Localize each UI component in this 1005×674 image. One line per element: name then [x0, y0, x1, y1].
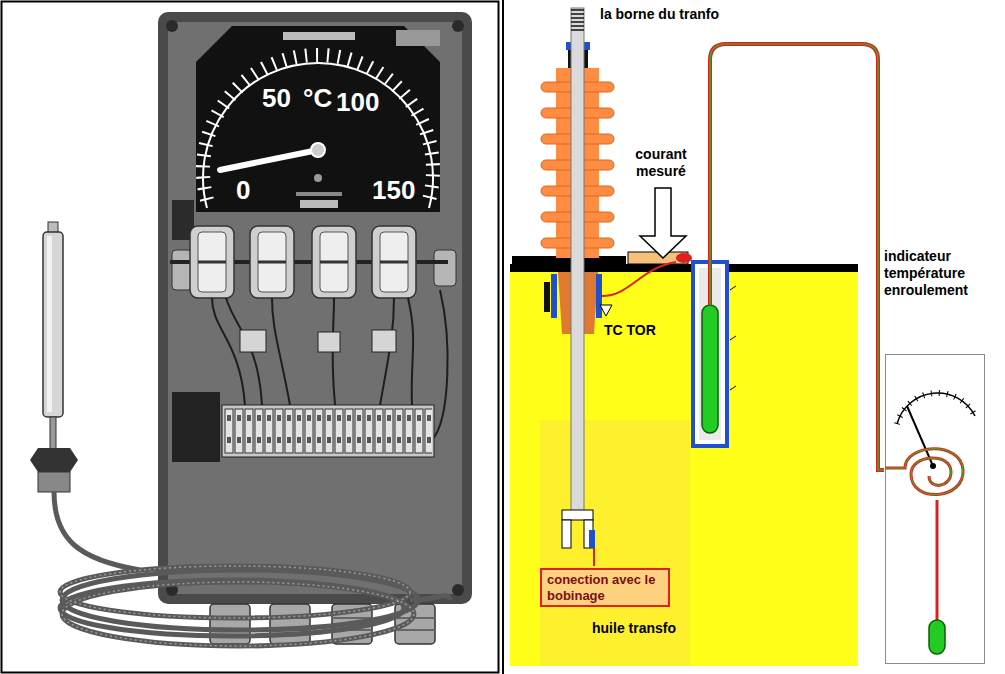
dial-number: 0: [236, 177, 250, 203]
bourdon-spiral: [885, 448, 963, 494]
sensor-bulb: [929, 620, 945, 654]
indicator-dial: [885, 354, 985, 664]
part-label: courant mesuré: [618, 146, 704, 180]
pivot: [930, 463, 936, 469]
device-photo: [2, 2, 499, 673]
divider: [502, 0, 504, 674]
part-label: la borne du tranfo: [600, 6, 719, 23]
dial-number: 150: [372, 177, 415, 203]
indicator-box: indicateur température enroulement: [884, 248, 1002, 668]
connection-box: conection avec le bobinage: [540, 568, 670, 607]
dial-unit: °C: [303, 85, 332, 111]
node-heading: indicateur température enroulement: [884, 248, 1002, 298]
part-label: huile transfo: [592, 620, 676, 637]
bourdon-core: [885, 448, 963, 494]
part-label: TC TOR: [604, 322, 656, 339]
node-text: conection avec le bobinage: [547, 572, 663, 603]
transformer-schematic: [510, 8, 884, 666]
dial-number: 100: [336, 89, 379, 115]
indicator-housing: [885, 354, 985, 664]
dial-number: 50: [262, 85, 291, 111]
capillary: [935, 500, 938, 620]
